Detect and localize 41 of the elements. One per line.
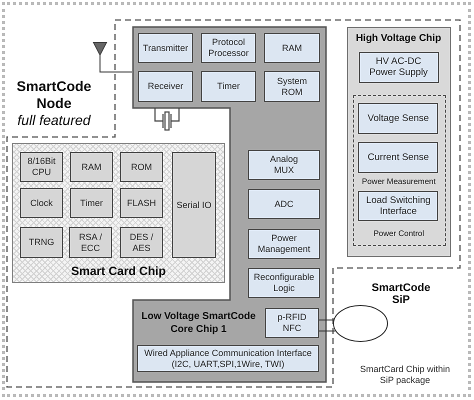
chip-title: High Voltage Chip <box>356 32 442 44</box>
module-box: RSA / ECC <box>69 227 112 258</box>
chip-block <box>347 27 451 257</box>
module-box: 8/16Bit CPU <box>20 152 63 182</box>
connector-line <box>318 330 336 332</box>
package-title: SmartCode SiP <box>370 282 432 306</box>
loop-ellipse <box>333 305 388 342</box>
module-box: RAM <box>70 152 113 182</box>
module-box: Clock <box>20 188 63 218</box>
module-box: Protocol Processor <box>201 33 256 63</box>
module-box: RAM <box>264 33 320 63</box>
chip-title: Low Voltage SmartCode Core Chip 1 <box>140 310 257 336</box>
module-box: Voltage Sense <box>358 103 438 134</box>
module-box: ADC <box>248 189 320 219</box>
module-box: DES / AES <box>120 227 163 258</box>
module-box: Serial IO <box>172 152 216 258</box>
module-box: Wired Appliance Communication Interface (I2C, UART,SPI,1Wire, TWI) <box>137 345 319 372</box>
module-box: Reconfigurable Logic <box>248 268 320 298</box>
module-box: Timer <box>201 71 256 102</box>
module-box: Load Switching Interface <box>358 191 438 222</box>
module-box: Receiver <box>138 71 193 102</box>
chip-block <box>12 143 225 283</box>
module-box: p-RFID NFC <box>265 308 319 338</box>
module-box: Analog MUX <box>248 150 320 180</box>
group-label: Power Control <box>373 229 424 240</box>
group-outline <box>352 94 446 246</box>
connector-line <box>100 54 132 72</box>
module-box: HV AC-DC Power Supply <box>358 52 438 82</box>
note-text: SmartCard Chip within SiP package <box>358 364 452 386</box>
chip-title: Smart Card Chip <box>71 264 166 280</box>
node-subtitle: full featured <box>17 112 91 129</box>
antenna-symbol <box>93 42 107 55</box>
module-box: System ROM <box>264 71 320 102</box>
module-box: Timer <box>70 188 113 218</box>
module-box: Current Sense <box>358 142 438 174</box>
module-box: Power Management <box>248 229 320 259</box>
module-box: Transmitter <box>138 33 193 63</box>
module-box: FLASH <box>120 188 163 218</box>
module-box: ROM <box>120 152 163 182</box>
module-box: TRNG <box>20 227 63 258</box>
group-label: Power Measurement <box>362 177 436 188</box>
